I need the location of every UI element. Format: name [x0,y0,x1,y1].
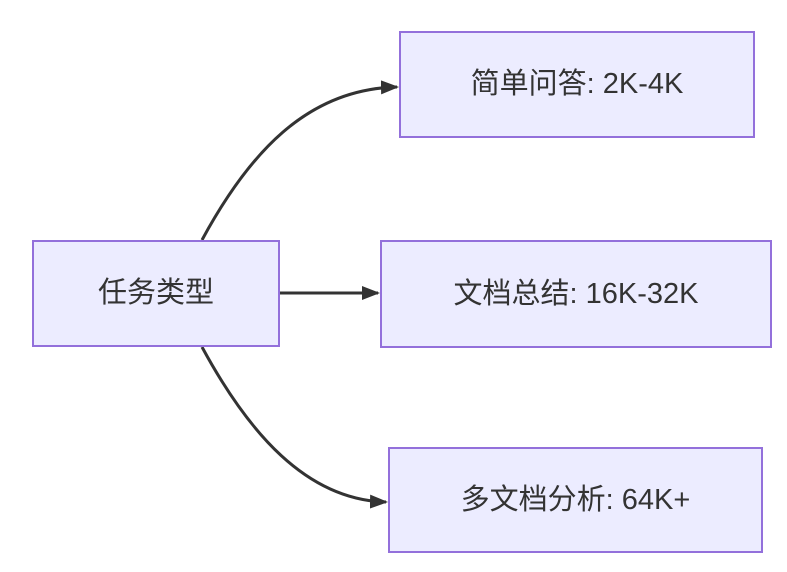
node-task-type: 任务类型 [32,240,280,347]
edge-root-to-multi [200,346,388,509]
node-multi-doc-analysis-label: 多文档分析: 64K+ [460,483,691,516]
node-doc-summary: 文档总结: 16K-32K [380,240,772,348]
node-simple-qa: 简单问答: 2K-4K [399,31,755,138]
edge-root-to-qa [200,80,399,241]
node-multi-doc-analysis: 多文档分析: 64K+ [388,447,763,553]
node-simple-qa-label: 简单问答: 2K-4K [470,68,684,101]
node-task-type-label: 任务类型 [97,277,214,310]
node-doc-summary-label: 文档总结: 16K-32K [453,277,699,310]
